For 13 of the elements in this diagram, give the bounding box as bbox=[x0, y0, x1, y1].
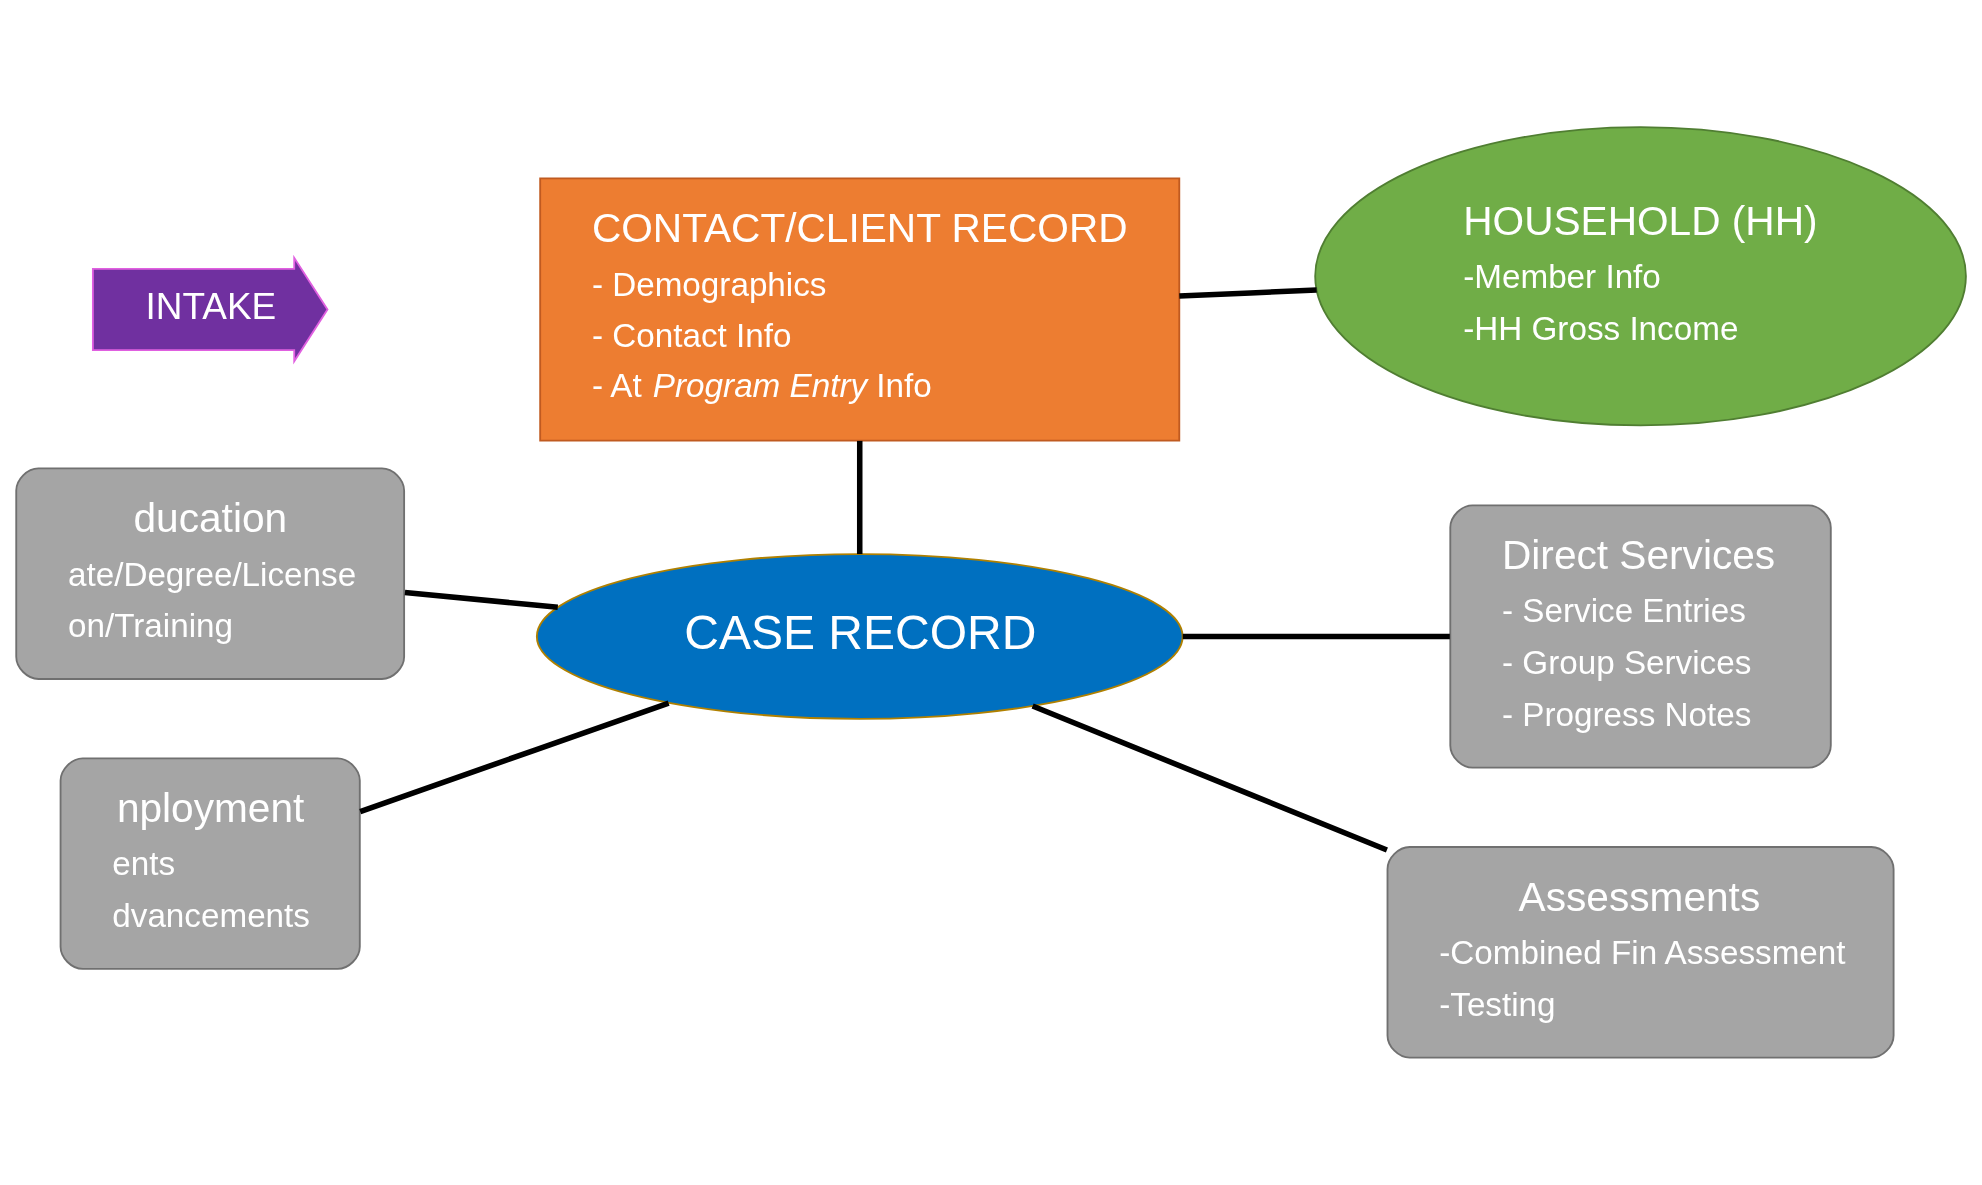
connector bbox=[1182, 633, 1450, 640]
connector bbox=[1031, 703, 1388, 853]
node-ellipse: CASE RECORD bbox=[535, 553, 1184, 720]
node-box: Assessments -Combined Fin Assessment -Testing bbox=[1386, 846, 1895, 1059]
node-box: Direct Services - Service Entries - Group Services - Progress Notes bbox=[1449, 504, 1832, 769]
node-box: ducation ate/Degree/License on/Training bbox=[15, 467, 406, 680]
connector bbox=[856, 440, 863, 555]
connector bbox=[1179, 287, 1317, 299]
connector bbox=[404, 589, 559, 611]
node-box: nployment ents dvancements bbox=[59, 757, 361, 970]
node-ellipse: HOUSEHOLD (HH) -Member Info -HH Gross Income bbox=[1314, 126, 1967, 427]
node-box: CONTACT/CLIENT RECORD - Demographics - Contact Info - At Program Entry Info bbox=[539, 177, 1181, 442]
connector bbox=[359, 700, 670, 815]
